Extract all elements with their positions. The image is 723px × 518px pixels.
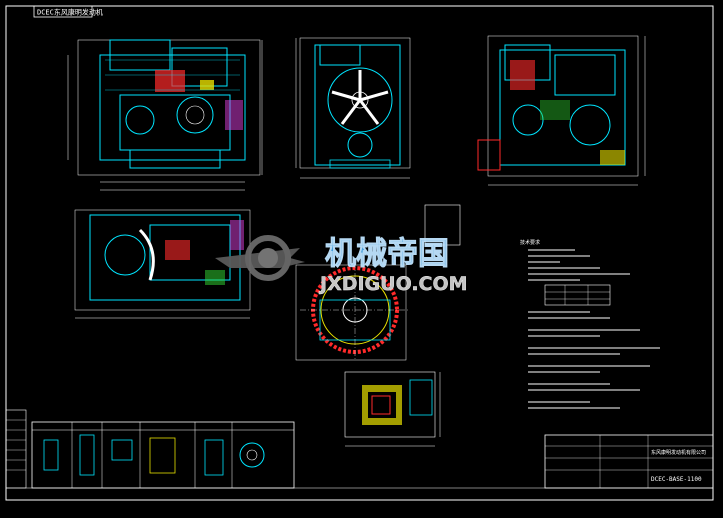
title-block: 东风康明发动机有限公司 DCEC-BASE-1100	[544, 434, 714, 489]
top-label-box	[33, 5, 93, 18]
watermark-gear-icon	[245, 235, 291, 281]
revision-table	[5, 409, 27, 489]
technical-notes: 技术要求	[520, 239, 660, 409]
watermark-site: JXDIGUO.COM	[318, 273, 468, 295]
notes-heading: 技术要求	[520, 239, 540, 246]
title-company: 东风康明发动机有限公司	[651, 449, 706, 456]
watermark-chinese: 机械帝国	[325, 236, 449, 272]
mounting-bracket-view	[344, 371, 441, 447]
engine-side-view	[477, 35, 646, 186]
engine-front-view	[67, 39, 263, 191]
watermark: 机械帝国 JXDIGUO.COM	[215, 235, 468, 295]
title-drawing-no: DCEC-BASE-1100	[651, 476, 702, 483]
flywheel-housing-view	[295, 204, 461, 361]
top-label: DCEC东风康明发动机	[37, 8, 103, 17]
detail-strip	[31, 421, 295, 489]
engine-end-view	[295, 37, 411, 179]
drawing-frame	[5, 5, 714, 501]
